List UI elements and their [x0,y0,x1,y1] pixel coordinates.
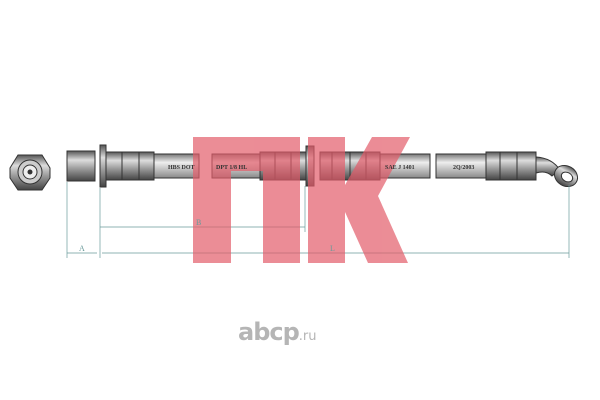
hose-marking: DPT 1/8 HL [216,165,247,171]
nk-logo [193,137,410,263]
watermark: abcp.ru [238,318,317,346]
hose-marking: SAE J 1401 [385,165,415,171]
watermark-suffix: .ru [298,329,317,344]
watermark-main: abcp [238,318,300,346]
dimension-a-label: A [79,244,85,253]
hose-marking: HBS DOT [168,165,195,171]
dimension-l-label: L [330,244,335,253]
dimension-b-label: B [196,218,201,227]
end-view-nut [9,154,51,191]
hose-marking: 2Q/2003 [453,165,474,171]
